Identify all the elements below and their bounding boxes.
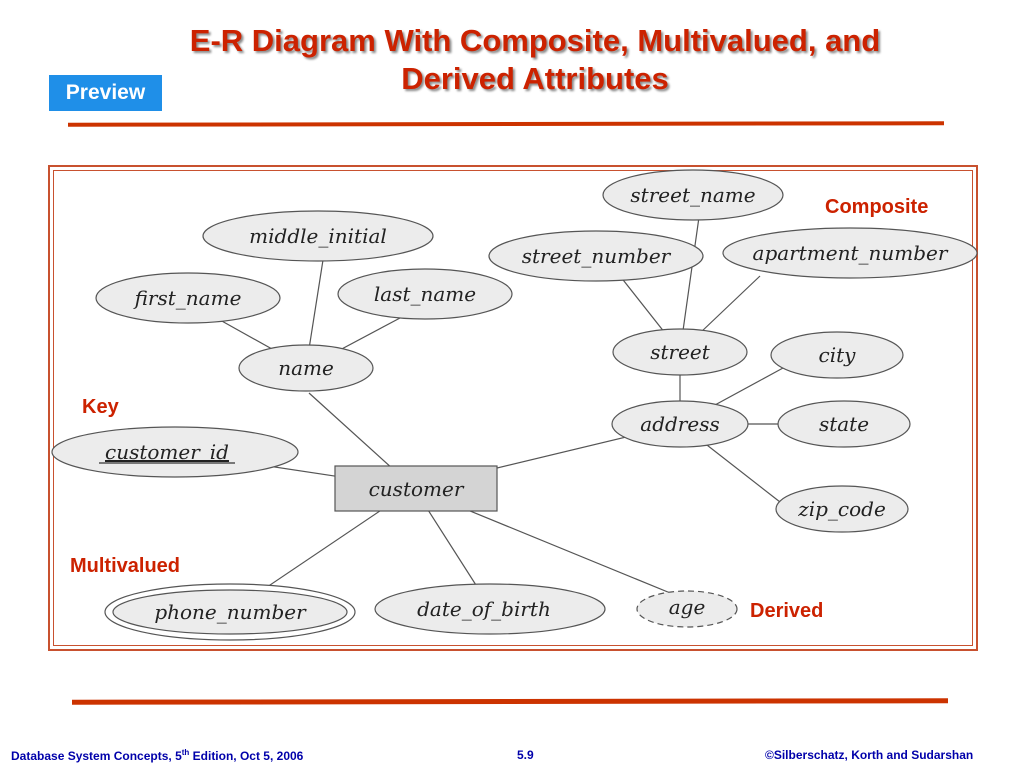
svg-text:city: city (819, 343, 857, 367)
slide-title-line-2: Derived Attributes (401, 61, 669, 96)
attribute-address: address (611, 400, 749, 448)
attribute-customer-id-key: customer_id (51, 426, 299, 478)
svg-text:street: street (650, 340, 711, 364)
svg-text:date_of_birth: date_of_birth (417, 597, 551, 621)
attribute-phone-number-multivalued: phone_number (104, 583, 356, 641)
entity-customer: customer (334, 465, 498, 512)
attribute-middle-initial: middle_initial (202, 210, 434, 262)
svg-text:street_name: street_name (630, 183, 755, 207)
svg-text:middle_initial: middle_initial (249, 224, 387, 248)
attribute-age-derived: age (636, 590, 738, 628)
attribute-zip-code: zip_code (775, 485, 909, 533)
svg-text:phone_number: phone_number (154, 600, 307, 624)
attribute-street: street (612, 328, 748, 376)
diagram-frame-inner (53, 170, 973, 646)
svg-text:state: state (819, 412, 869, 436)
diagram-frame (48, 165, 978, 651)
slide-title-line-1: E-R Diagram With Composite, Multivalued,… (189, 23, 881, 58)
svg-text:last_name: last_name (374, 282, 476, 306)
svg-text:name: name (278, 356, 334, 380)
preview-button[interactable]: Preview (49, 75, 162, 111)
svg-text:first_name: first_name (133, 286, 242, 310)
attribute-first-name: first_name (95, 272, 281, 324)
attribute-date-of-birth: date_of_birth (374, 583, 606, 635)
svg-text:street_number: street_number (522, 244, 672, 268)
callout-derived: Derived (750, 600, 824, 622)
slide-title: E-R Diagram With Composite, Multivalued,… (140, 22, 930, 98)
attribute-apartment-number: apartment_number (722, 227, 978, 279)
svg-text:age: age (669, 595, 706, 619)
attribute-street-name: street_name (602, 169, 784, 221)
footer-book-info: Database System Concepts, 5th Edition, O… (11, 748, 303, 763)
footer-book-info-prefix: Database System Concepts, 5 (11, 749, 182, 763)
footer-book-info-sup: th (181, 748, 190, 757)
attribute-name: name (238, 344, 374, 392)
callout-composite: Composite (825, 196, 929, 218)
callout-key: Key (82, 396, 119, 418)
svg-text:customer_id: customer_id (105, 440, 229, 464)
attribute-street-number: street_number (488, 230, 704, 282)
svg-text:zip_code: zip_code (797, 497, 886, 521)
link-street-street-name (679, 209, 701, 353)
svg-text:address: address (640, 412, 719, 436)
attribute-city: city (770, 331, 904, 379)
footer-page-number: 5.9 (517, 748, 534, 762)
callout-multivalued: Multivalued (70, 555, 181, 577)
footer-copyright: ©Silberschatz, Korth and Sudarshan (765, 748, 974, 762)
attribute-state: state (777, 400, 911, 448)
svg-text:apartment_number: apartment_number (753, 241, 949, 265)
attribute-last-name: last_name (337, 268, 513, 320)
footer-book-info-suffix: Edition, Oct 5, 2006 (189, 749, 304, 763)
svg-text:customer: customer (369, 477, 465, 501)
